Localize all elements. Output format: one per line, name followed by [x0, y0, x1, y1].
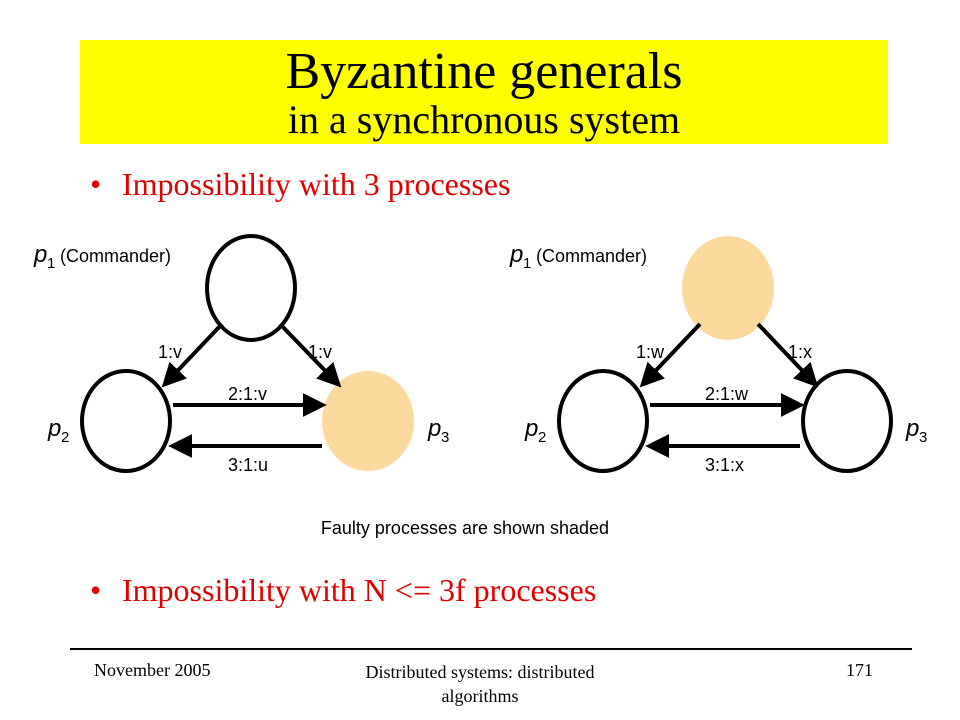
title-banner: Byzantine generals in a synchronous syst… [80, 40, 888, 144]
diagram-1-edge-p1-p3 [278, 322, 342, 388]
bullet-text-1: Impossibility with 3 processes [122, 166, 511, 202]
diagram-2-edge-right-label: 1:x [788, 342, 812, 362]
footer-slide-number: 171 [846, 660, 873, 680]
diagram-1-node-p1 [205, 234, 297, 342]
diagram-1-commander-note: (Commander) [60, 246, 171, 266]
diagram-2-node-p3 [801, 369, 893, 473]
diagram-2-p3-label: p [905, 415, 919, 442]
bullet-text-2: Impossibility with N <= 3f processes [122, 572, 597, 608]
diagram-2-node-p1 [682, 236, 774, 340]
bullet-dot-icon: • [90, 572, 102, 608]
diagram-2-p1-label: p [509, 241, 523, 268]
diagram-2: p 1 (Commander) p 2 p 3 1:w 1:x 2:1:w 3:… [509, 236, 927, 475]
footer-date: November 2005 [94, 660, 211, 680]
diagram-1-p2-sub: 2 [61, 429, 69, 446]
bullet-item-1: • Impossibility with 3 processes [90, 164, 510, 204]
bullet-item-2: • Impossibility with N <= 3f processes [90, 570, 596, 610]
diagram-2-edge-p2p3-label: 2:1:w [705, 384, 749, 404]
footer-course-title: Distributed systems: distributed algorit… [365, 662, 595, 706]
diagram-1: p 1 (Commander) p 2 p 3 1:v 1:v 2:1:v 3:… [33, 234, 449, 475]
diagram-1-p2-label: p [47, 415, 61, 442]
footer-divider [70, 648, 912, 650]
diagram-1-edge-right-label: 1:v [308, 342, 332, 362]
bullet-dot-icon: • [90, 166, 102, 202]
diagram-2-commander-note: (Commander) [536, 246, 647, 266]
diagram-caption: Faulty processes are shown shaded [320, 518, 610, 538]
slide-title: Byzantine generals [285, 43, 683, 100]
diagram-1-edge-p2p3-label: 2:1:v [228, 384, 267, 404]
diagram-2-p2-label: p [524, 415, 538, 442]
diagram-1-node-p2 [80, 369, 172, 473]
slide-subtitle: in a synchronous system [287, 97, 681, 142]
diagram-2-edge-p1-p3 [756, 322, 819, 388]
diagram-1-p1-label: p [33, 241, 47, 268]
diagram-2-edge-left-label: 1:w [636, 342, 665, 362]
diagram-1-p3-sub: 3 [441, 429, 449, 446]
diagram-1-p1-sub: 1 [47, 255, 55, 272]
diagram-1-edge-left-label: 1:v [158, 342, 182, 362]
diagram-2-edge-p3p2-label: 3:1:x [705, 455, 744, 475]
diagram-2-node-p2 [557, 369, 649, 473]
diagram-2-p2-sub: 2 [538, 429, 546, 446]
diagram-1-edge-p3p2-label: 3:1:u [228, 455, 268, 475]
diagram-1-p3-label: p [427, 415, 441, 442]
diagram-2-edge-p1-p2 [639, 322, 702, 388]
diagram-2-p1-sub: 1 [523, 255, 531, 272]
diagram-1-edge-p1-p2 [161, 322, 224, 388]
diagram-1-node-p3 [322, 371, 414, 471]
diagram-2-p3-sub: 3 [919, 429, 927, 446]
